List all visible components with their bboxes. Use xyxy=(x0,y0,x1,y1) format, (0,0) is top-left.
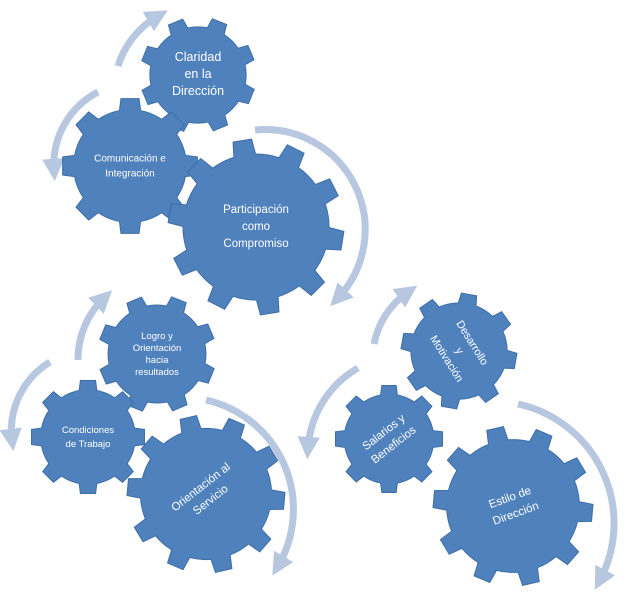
gear-comunicacion xyxy=(62,98,198,234)
gear-label-line: de Trabajo xyxy=(66,439,111,450)
gear-desarrollo xyxy=(400,292,518,410)
gear-label-line: Claridad xyxy=(175,50,222,64)
gear-claridad xyxy=(141,18,255,132)
gear-label-line: y xyxy=(453,345,466,356)
gear-label-line: en la xyxy=(184,67,211,81)
cycle-arrow-condiciones xyxy=(0,359,52,452)
gear-label-condiciones: Condiciones de Trabajo xyxy=(62,425,115,450)
gear-logro xyxy=(99,296,215,412)
gear-label-line: Logro y xyxy=(141,331,173,342)
cycle-arrow-logro xyxy=(74,290,113,361)
gear-label-line: Condiciones xyxy=(62,425,115,436)
gear-label-line: Integración xyxy=(105,168,154,179)
gear-label-line: como xyxy=(242,221,270,233)
gear-orientacion xyxy=(126,414,286,574)
gear-label-claridad: Claridad en la Dirección xyxy=(172,50,224,98)
cycle-arrow-desarrollo xyxy=(370,285,418,345)
gear-label-comunicacion: Comunicación e Integración xyxy=(94,153,166,179)
cycle-arrow-salarios xyxy=(297,364,360,460)
gear-label-line: resultados xyxy=(135,367,179,378)
gear-label-line: Dirección xyxy=(172,84,224,98)
gear-participacion xyxy=(167,138,345,316)
gear-label-line: Comunicación e xyxy=(94,153,166,164)
gear-label-line: Compromiso xyxy=(223,238,288,250)
gear-estilo xyxy=(432,425,594,587)
cycle-arrow-comunicacion xyxy=(42,88,100,182)
gear-label-line: hacia xyxy=(146,355,169,366)
gear-label-line: Orientación xyxy=(133,343,182,354)
cycle-arrow-orientacion xyxy=(205,396,297,576)
cycle-arrow-participacion xyxy=(254,126,369,307)
cycle-arrow-estilo xyxy=(517,400,618,590)
gear-salarios xyxy=(334,384,444,494)
gear-label-line: Participación xyxy=(223,204,289,216)
gear-condiciones xyxy=(31,380,145,494)
cycle-arrow-claridad xyxy=(114,10,168,68)
